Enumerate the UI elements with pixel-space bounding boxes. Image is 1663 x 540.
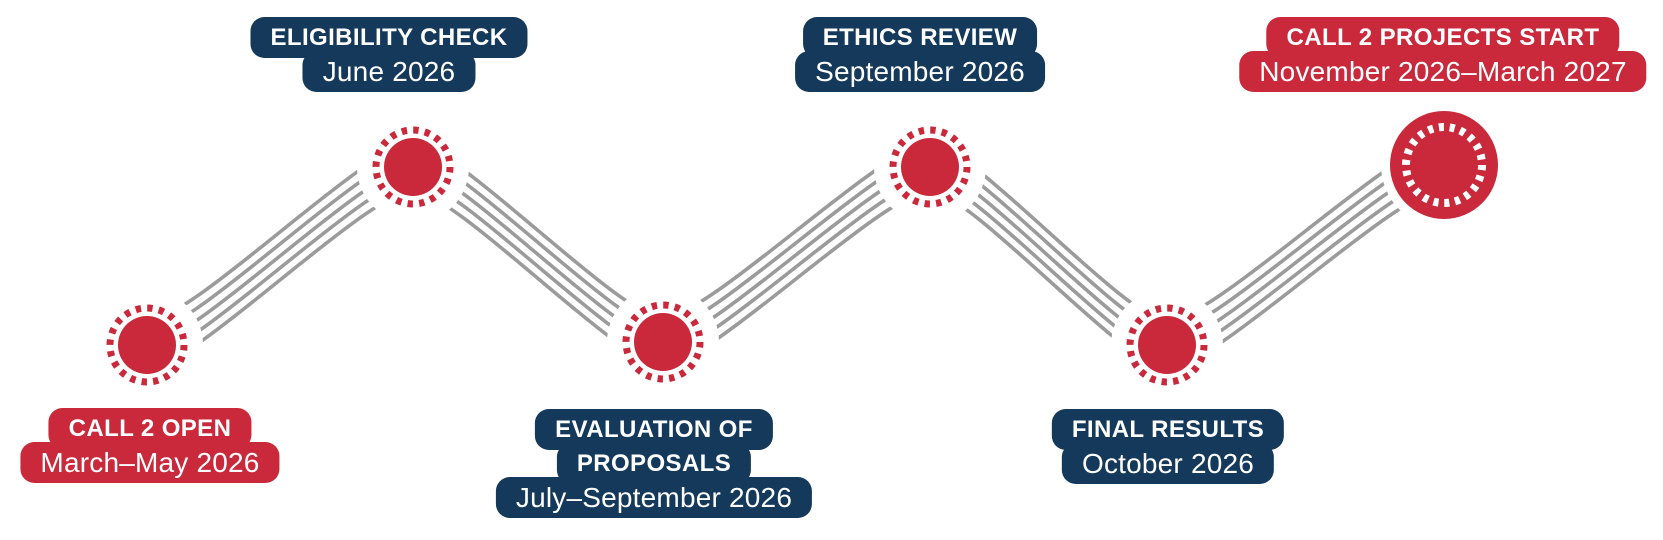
node-dotted-ring <box>889 126 971 208</box>
milestone-date: March–May 2026 <box>20 442 280 483</box>
milestone-date: October 2026 <box>1061 443 1275 484</box>
node-circle <box>118 316 176 374</box>
node-dotted-ring <box>372 126 454 208</box>
milestone-node <box>372 126 454 208</box>
node-circle <box>384 138 442 196</box>
connector-lines <box>146 139 1445 371</box>
milestone-title: ELIGIBILITY CHECK <box>250 17 528 58</box>
milestone-node <box>1390 111 1498 219</box>
milestone-node <box>622 301 704 383</box>
node-circle <box>901 138 959 196</box>
milestone-node <box>106 304 188 386</box>
milestone-date: September 2026 <box>795 51 1045 92</box>
milestone-node <box>1126 304 1208 386</box>
milestone-date: July–September 2026 <box>495 477 813 518</box>
node-circle <box>634 313 692 371</box>
node-dotted-ring <box>106 304 188 386</box>
milestone-date: November 2026–March 2027 <box>1239 51 1647 92</box>
node-dotted-ring <box>1126 304 1208 386</box>
milestone-node <box>889 126 971 208</box>
milestone-date: June 2026 <box>302 51 476 92</box>
node-dotted-ring <box>622 301 704 383</box>
node-dashed-inner-ring <box>1402 123 1486 207</box>
node-circle <box>1138 316 1196 374</box>
